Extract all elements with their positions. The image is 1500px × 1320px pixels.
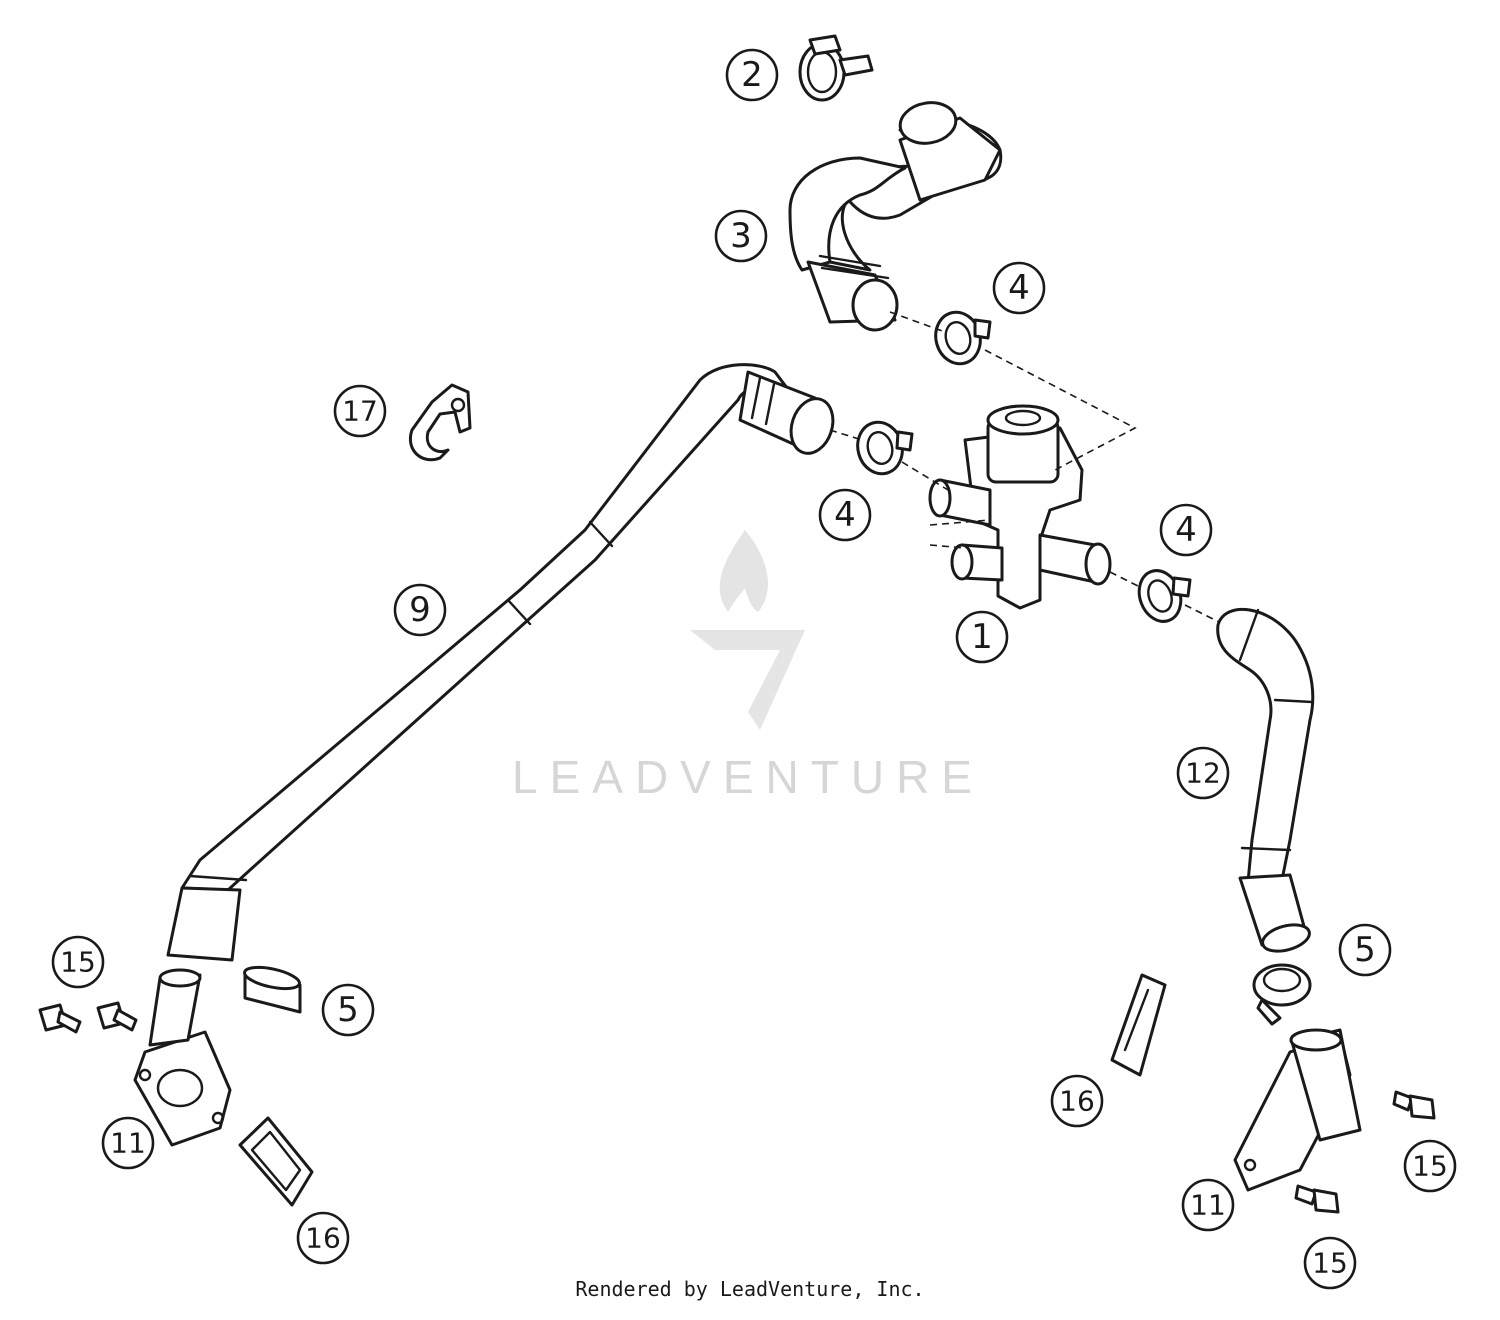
callout-15-right-upper: 15: [1403, 1139, 1457, 1193]
callout-label: 4: [1175, 510, 1197, 550]
clip-17: [408, 383, 472, 462]
bolt-15-left-a: [38, 1003, 82, 1034]
reed-16-right: [1110, 973, 1167, 1077]
callout-label: 5: [337, 990, 359, 1030]
callout-5-right: 5: [1338, 923, 1392, 977]
callout-label: 2: [741, 55, 763, 95]
clamp-5-left: [243, 965, 302, 1014]
callout-11-left: 11: [101, 1116, 155, 1170]
callout-label: 16: [305, 1222, 341, 1255]
callout-label: 17: [342, 395, 378, 428]
credit-line: Rendered by LeadVenture, Inc.: [575, 1277, 925, 1301]
callout-label: 15: [1312, 1247, 1348, 1280]
callout-16-right: 16: [1050, 1074, 1104, 1128]
callout-label: 4: [834, 495, 856, 535]
callout-5-left: 5: [321, 983, 375, 1037]
callout-label: 4: [1008, 268, 1030, 308]
callout-15-left: 15: [51, 935, 105, 989]
clamp-4-right: [1137, 569, 1192, 623]
callout-label: 1: [971, 617, 993, 657]
callout-label: 11: [110, 1127, 146, 1160]
callout-label: 15: [60, 946, 96, 979]
callout-4-upper: 4: [992, 261, 1046, 315]
callout-12: 12: [1176, 746, 1230, 800]
bolt-15-right-a: [1392, 1090, 1436, 1120]
callout-1: 1: [955, 610, 1009, 664]
callout-label: 3: [730, 216, 752, 256]
leadventure-watermark-logo: [690, 530, 805, 730]
watermark-brand: LEADVENTURE: [512, 751, 984, 803]
bolt-15-right-b: [1294, 1184, 1340, 1214]
clamp-4-middle: [856, 420, 914, 476]
hose-12: [1216, 608, 1315, 953]
callout-2: 2: [725, 48, 779, 102]
callout-4-right: 4: [1159, 503, 1213, 557]
hose-9: [166, 363, 835, 962]
callout-15-right-lower: 15: [1303, 1236, 1357, 1290]
callout-label: 11: [1190, 1189, 1226, 1222]
callout-label: 5: [1354, 930, 1376, 970]
reed-cover-11-left: [133, 968, 232, 1147]
hose-3: [788, 101, 1003, 332]
clamp-5-right: [1252, 963, 1312, 1026]
callout-4-middle: 4: [818, 488, 872, 542]
callout-label: 16: [1059, 1085, 1095, 1118]
callout-16-left: 16: [296, 1211, 350, 1265]
bolt-15-left-b: [96, 1001, 138, 1032]
callout-3: 3: [714, 209, 768, 263]
callout-label: 15: [1412, 1150, 1448, 1183]
clamp-4-upper: [934, 310, 992, 366]
callout-17: 17: [333, 384, 387, 438]
clamp-2: [798, 34, 874, 102]
reed-cover-11-right: [1233, 1028, 1362, 1192]
callout-label: 12: [1185, 757, 1221, 790]
reed-16-left: [238, 1116, 314, 1207]
callout-label: 9: [409, 590, 431, 630]
air-valve-1: [928, 404, 1112, 610]
callout-11-right: 11: [1181, 1178, 1235, 1232]
callout-9: 9: [393, 583, 447, 637]
